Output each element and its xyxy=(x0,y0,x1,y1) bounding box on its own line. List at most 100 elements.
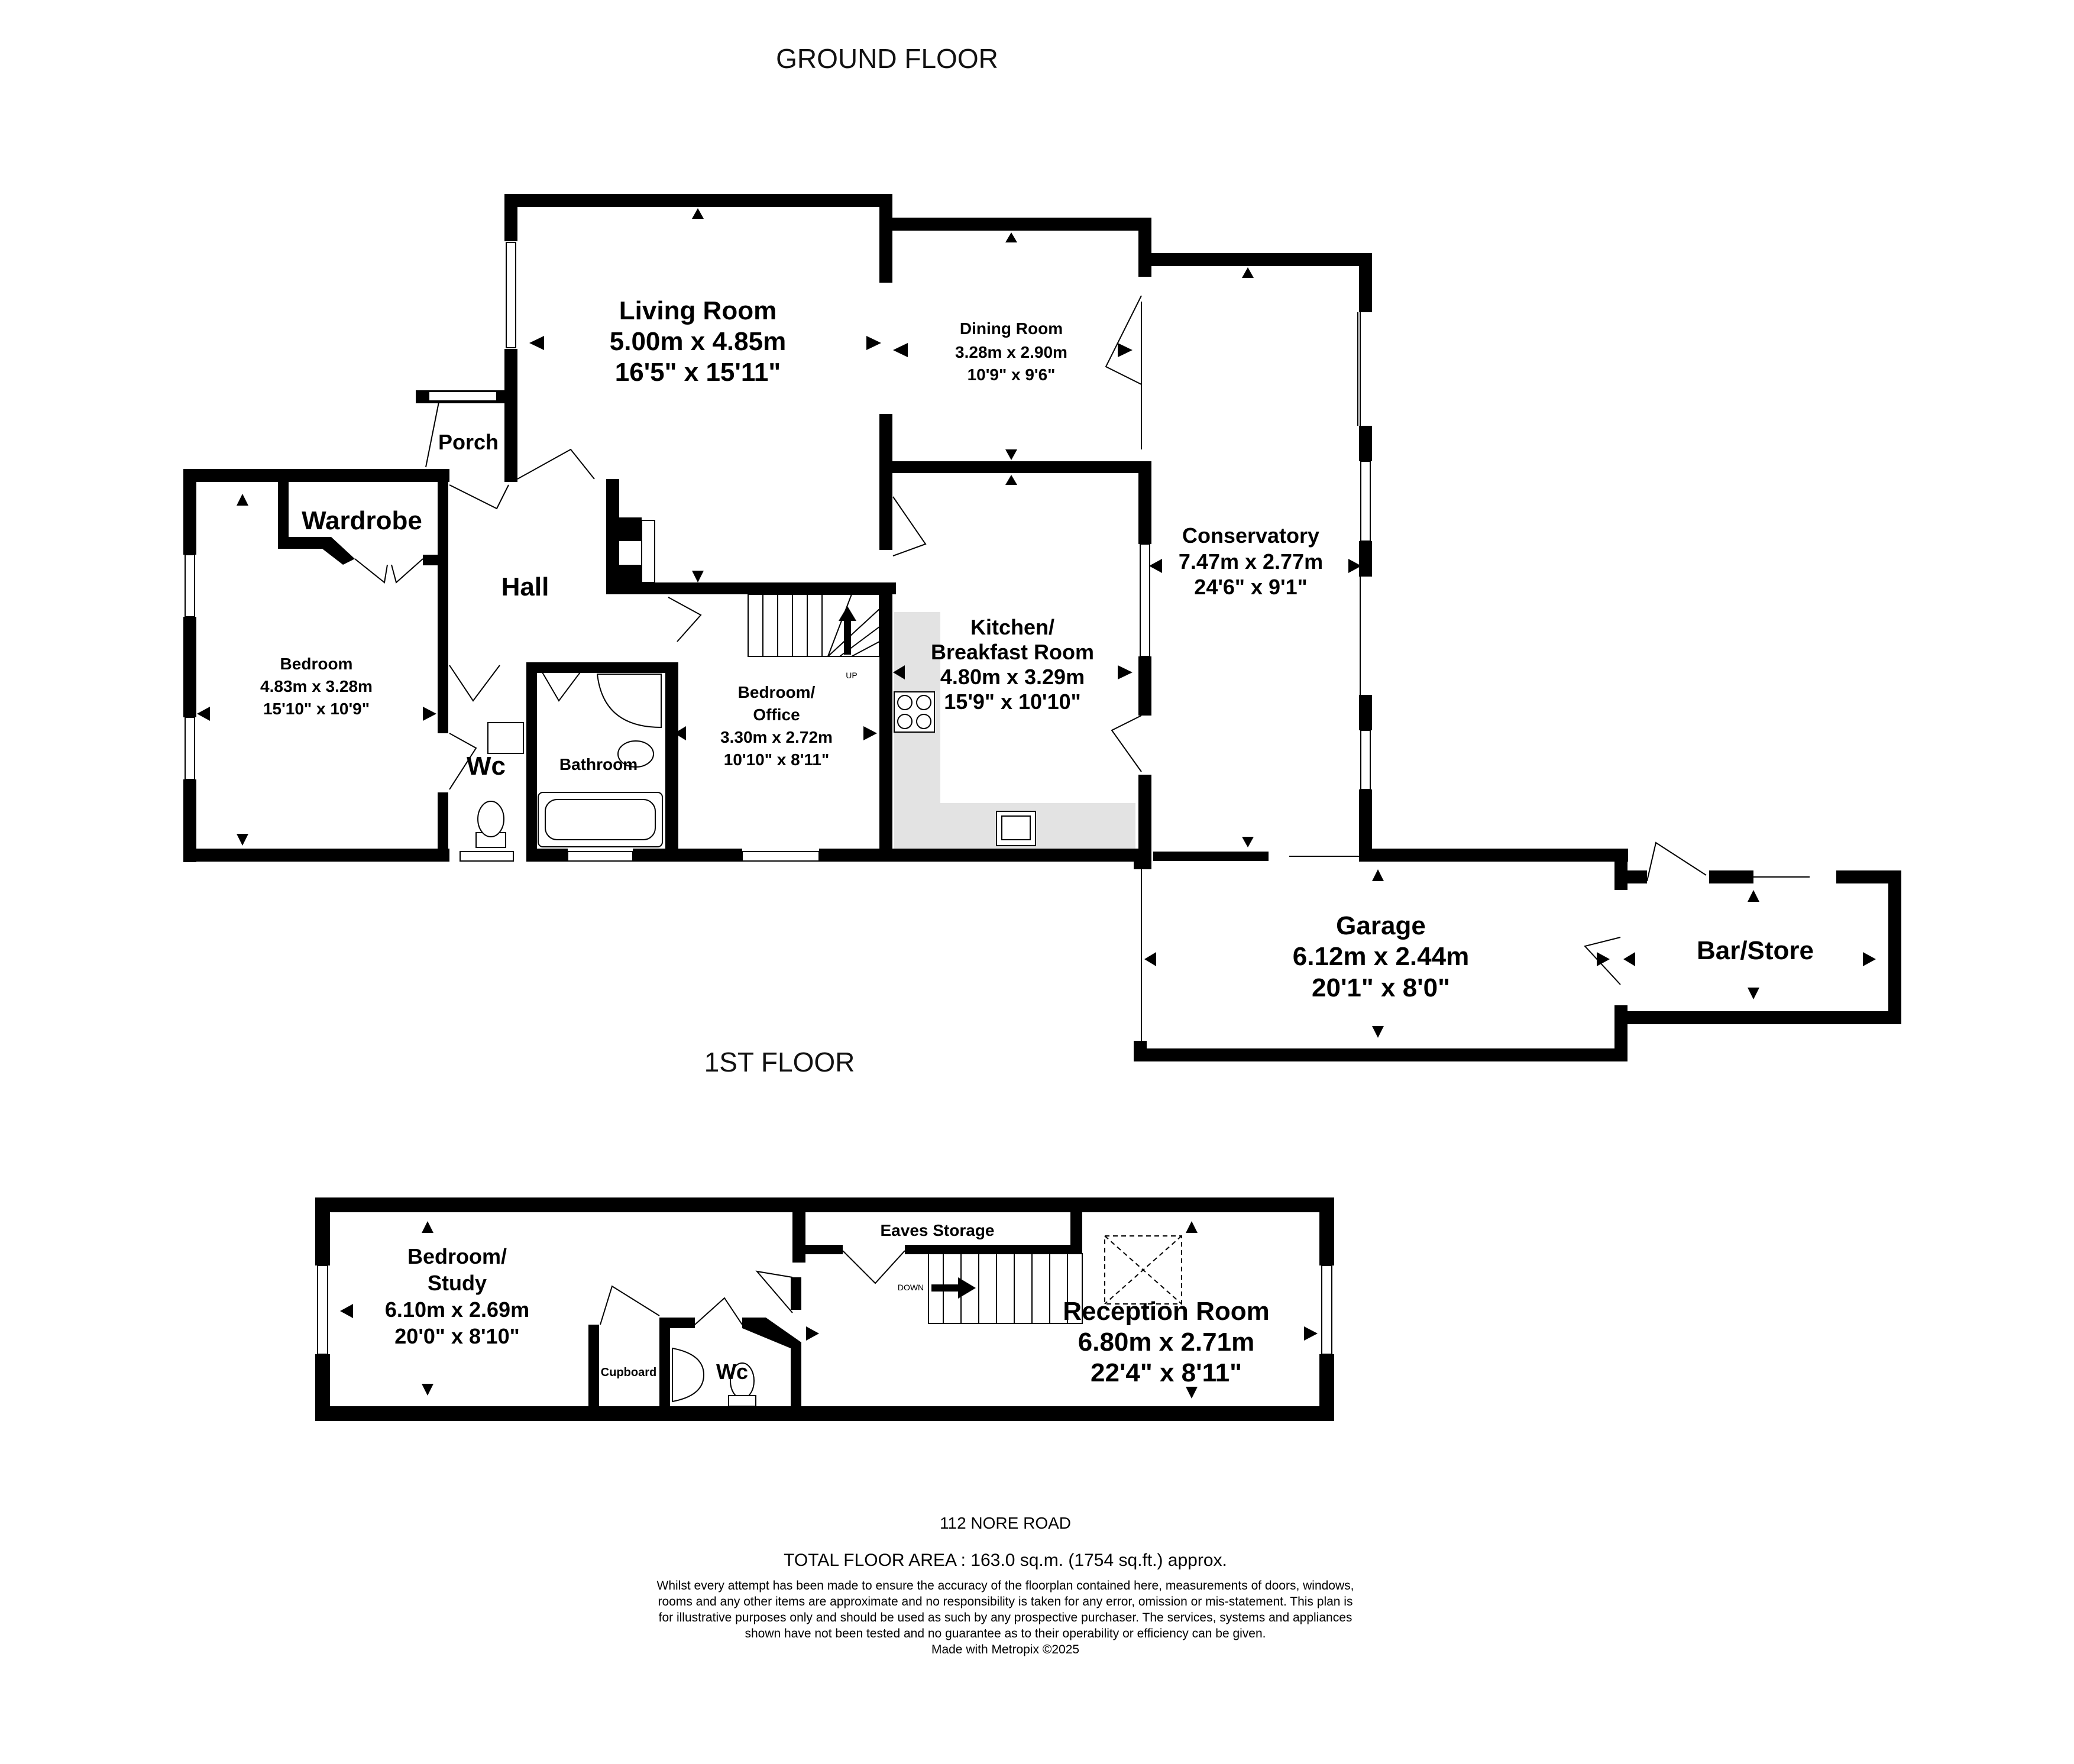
dimension-markers xyxy=(340,1221,1318,1399)
window xyxy=(185,717,195,780)
room-dimensions: 22'4" x 8'11" xyxy=(1091,1358,1242,1387)
wall xyxy=(615,517,642,541)
door-swing xyxy=(842,1250,905,1284)
room-name: Eaves Storage xyxy=(881,1221,995,1239)
room-name: Bathroom xyxy=(559,755,638,773)
wall xyxy=(1359,541,1372,577)
bathtub-icon xyxy=(538,792,663,847)
room-name: Kitchen/ xyxy=(970,615,1054,639)
room-dimensions: 3.30m x 2.72m xyxy=(720,728,833,746)
room-name: Study xyxy=(428,1271,487,1295)
room-dimensions: 4.83m x 3.28m xyxy=(260,677,373,695)
window xyxy=(1140,543,1150,657)
wall xyxy=(879,461,1151,473)
room-name: Porch xyxy=(438,430,499,454)
wall xyxy=(315,1354,330,1421)
room-dimensions: 6.80m x 2.71m xyxy=(1078,1328,1254,1357)
wall xyxy=(183,469,449,482)
wall xyxy=(1359,253,1372,312)
wall xyxy=(905,1245,1082,1254)
dimension-markers xyxy=(197,208,1876,1038)
window xyxy=(428,391,497,402)
wall xyxy=(879,414,892,550)
window xyxy=(641,520,655,583)
room-dimensions: 4.80m x 3.29m xyxy=(940,665,1085,689)
wall xyxy=(665,662,678,860)
wall xyxy=(423,555,438,565)
wall xyxy=(1138,461,1151,544)
wall xyxy=(588,1325,599,1413)
first-floor-title: 1ST FLOOR xyxy=(704,1047,855,1077)
room-name: Hall xyxy=(501,572,549,601)
staircase-down xyxy=(928,1253,1083,1324)
wc-basin-icon xyxy=(487,722,524,754)
window xyxy=(506,242,516,348)
room-name: Breakfast Room xyxy=(931,640,1094,664)
window xyxy=(185,554,195,617)
wall xyxy=(1138,656,1151,716)
door-swing xyxy=(425,402,439,468)
wall xyxy=(1888,870,1901,1024)
wall xyxy=(1134,1048,1628,1061)
wall xyxy=(1836,870,1901,883)
window xyxy=(460,851,514,862)
room-dimensions: 16'5" x 15'11" xyxy=(615,358,781,387)
wall xyxy=(1138,218,1151,277)
footer: 112 NORE ROAD TOTAL FLOOR AREA : 163.0 s… xyxy=(591,1514,1419,1658)
wall xyxy=(879,194,892,283)
wall xyxy=(1359,849,1628,862)
room-name: Bedroom xyxy=(280,655,353,673)
door-swing xyxy=(1584,937,1621,985)
wall xyxy=(183,849,449,862)
ground-floor-plan: UP xyxy=(183,194,1901,1061)
wall xyxy=(504,194,517,241)
wc-basin-icon xyxy=(672,1347,705,1403)
room-name: Office xyxy=(753,705,800,724)
stairs-down-label: DOWN xyxy=(898,1283,924,1292)
door-swing xyxy=(755,1270,793,1313)
room-dimensions: 20'1" x 8'0" xyxy=(1312,973,1450,1002)
window xyxy=(1321,1265,1332,1355)
wall xyxy=(1138,253,1372,266)
room-dimensions: 10'9" x 9'6" xyxy=(968,365,1056,384)
wall xyxy=(526,849,568,862)
room-name: Bedroom/ xyxy=(738,683,816,701)
room-name: Bedroom/ xyxy=(407,1244,507,1268)
wall xyxy=(183,469,196,555)
door-swing xyxy=(1105,295,1142,385)
hob-icon xyxy=(894,691,935,733)
ground-floor-title: GROUND FLOOR xyxy=(776,43,998,74)
roof-light-icon xyxy=(1104,1235,1182,1305)
room-name: Wardrobe xyxy=(302,506,422,535)
wall xyxy=(526,662,671,673)
wall xyxy=(1319,1197,1334,1265)
wall xyxy=(315,1406,1334,1421)
property-address: 112 NORE ROAD xyxy=(940,1514,1071,1532)
toilet-icon xyxy=(728,1362,756,1407)
room-dimensions: 7.47m x 2.77m xyxy=(1179,549,1323,574)
window xyxy=(317,1265,328,1355)
room-dimensions: 3.28m x 2.90m xyxy=(955,343,1067,361)
wall xyxy=(606,582,896,594)
sink-icon xyxy=(996,811,1036,846)
wall xyxy=(1319,1354,1334,1421)
room-dimensions: 6.10m x 2.69m xyxy=(385,1297,529,1322)
wall xyxy=(879,218,1151,231)
door-swing xyxy=(449,665,500,702)
wall xyxy=(1359,695,1372,730)
window xyxy=(1360,461,1371,542)
window xyxy=(567,851,633,862)
wall xyxy=(834,849,1141,862)
first-floor-plan: DOWN Bedroom/ Study 6.10m x 2.69m 20'0" … xyxy=(315,1197,1334,1421)
wall xyxy=(1070,1206,1082,1254)
stairs-up-label: UP xyxy=(846,671,857,680)
room-dimensions: 15'9" x 10'10" xyxy=(944,690,1080,714)
wall xyxy=(504,470,517,482)
wall xyxy=(1614,849,1628,890)
wall xyxy=(665,849,742,862)
wall xyxy=(278,537,355,565)
toilet-icon xyxy=(475,801,506,848)
wall xyxy=(659,1318,670,1412)
door-swing xyxy=(694,1297,743,1325)
